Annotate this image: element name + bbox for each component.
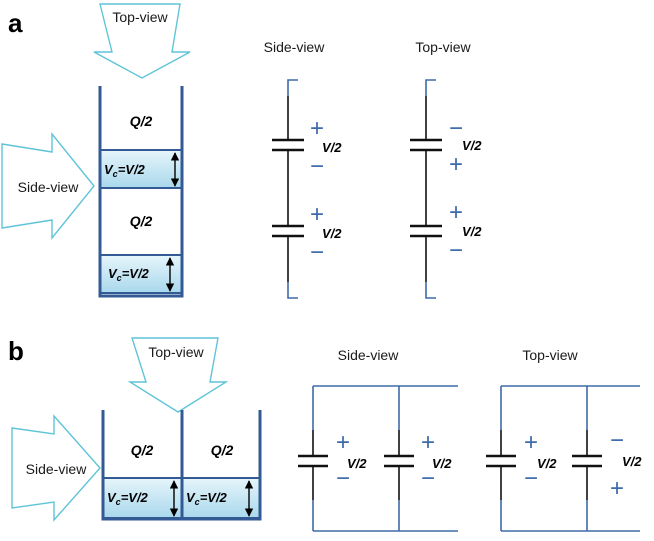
panel-b-side-view-title: Side-view <box>338 347 400 363</box>
panel-b-side-sign-4: − <box>421 465 435 492</box>
panel-a-side-view-title: Side-view <box>264 39 326 55</box>
panel-a-top-view-arrow-label: Top-view <box>112 9 168 25</box>
panel-b-side-view-circuit: Side-view + − + − V/2 V/2 <box>298 347 458 532</box>
panel-a-vc-label-1: Vc=V/2 <box>104 162 146 179</box>
panel-b-side-voltage-2: V/2 <box>432 456 452 471</box>
panel-a-top-view-circuit: Top-view − + + − V/2 V/2 <box>410 39 482 299</box>
panel-b-top-sign-1: + <box>524 429 538 456</box>
panel-b-top-view-arrow: Top-view <box>127 337 229 413</box>
panel-a-side-sign-4: − <box>310 239 324 266</box>
panel-a-side-voltage-2: V/2 <box>322 226 342 241</box>
panel-a-top-sign-1: − <box>449 115 463 142</box>
panel-a-charge-label-1: Q/2 <box>130 113 153 129</box>
panel-b-top-view-title: Top-view <box>522 347 578 363</box>
panel-b-top-sign-4: + <box>610 475 624 502</box>
panel-b: b Top-view Side-view Q/2 Q/2 Vc=V/2 Vc=V… <box>8 336 642 532</box>
panel-a-cell: Q/2 Q/2 Vc=V/2 Vc=V/2 <box>98 86 184 298</box>
panel-b-vc-label-1: Vc=V/2 <box>107 490 149 507</box>
panel-b-side-voltage-1: V/2 <box>347 456 367 471</box>
panel-b-vc-label-2: Vc=V/2 <box>186 490 228 507</box>
panel-a-side-sign-2: − <box>310 153 324 180</box>
panel-b-side-sign-2: − <box>336 465 350 492</box>
panel-b-side-sign-3: + <box>421 429 435 456</box>
panel-a-top-sign-3: + <box>449 199 463 226</box>
panel-a-label: a <box>8 8 23 38</box>
panel-b-charge-label-1: Q/2 <box>131 442 154 458</box>
panel-a-charge-label-2: Q/2 <box>130 213 153 229</box>
panel-a-vc-label-2: Vc=V/2 <box>108 266 150 283</box>
panel-b-side-view-arrow-label: Side-view <box>26 461 88 477</box>
panel-b-top-view-arrow-label: Top-view <box>148 344 204 360</box>
panel-b-top-voltage-2: V/2 <box>622 454 642 469</box>
panel-a-side-view-arrow: Side-view <box>1 132 95 240</box>
panel-a-top-voltage-1: V/2 <box>462 138 482 153</box>
panel-a-top-sign-4: − <box>449 237 463 264</box>
panel-a-side-sign-3: + <box>310 201 324 228</box>
panel-b-side-sign-1: + <box>336 429 350 456</box>
panel-b-top-view-circuit: Top-view + − − + V/2 V/2 <box>486 347 642 532</box>
panel-a-top-voltage-2: V/2 <box>462 224 482 239</box>
panel-a-side-sign-1: + <box>310 115 324 142</box>
panel-b-cell: Q/2 Q/2 Vc=V/2 Vc=V/2 <box>101 410 262 521</box>
panel-b-label: b <box>8 336 24 366</box>
panel-a: a Top-view Side-view Q/2 Q/2 Vc=V/2 Vc=V… <box>1 3 482 299</box>
panel-a-side-view-circuit: Side-view + − + − V/2 V/2 <box>264 39 342 299</box>
panel-b-top-voltage-1: V/2 <box>537 456 557 471</box>
panel-b-top-sign-3: − <box>610 427 624 454</box>
panel-a-top-sign-2: + <box>449 151 463 178</box>
panel-a-top-view-title: Top-view <box>415 39 471 55</box>
panel-a-top-view-arrow: Top-view <box>93 3 191 79</box>
panel-b-dielectric-layer-1 <box>102 477 183 519</box>
panel-a-side-view-arrow-label: Side-view <box>18 179 80 195</box>
panel-b-top-sign-2: − <box>524 465 538 492</box>
panel-b-side-view-arrow: Side-view <box>11 414 101 522</box>
panel-b-charge-label-2: Q/2 <box>211 442 234 458</box>
panel-a-side-voltage-1: V/2 <box>322 140 342 155</box>
